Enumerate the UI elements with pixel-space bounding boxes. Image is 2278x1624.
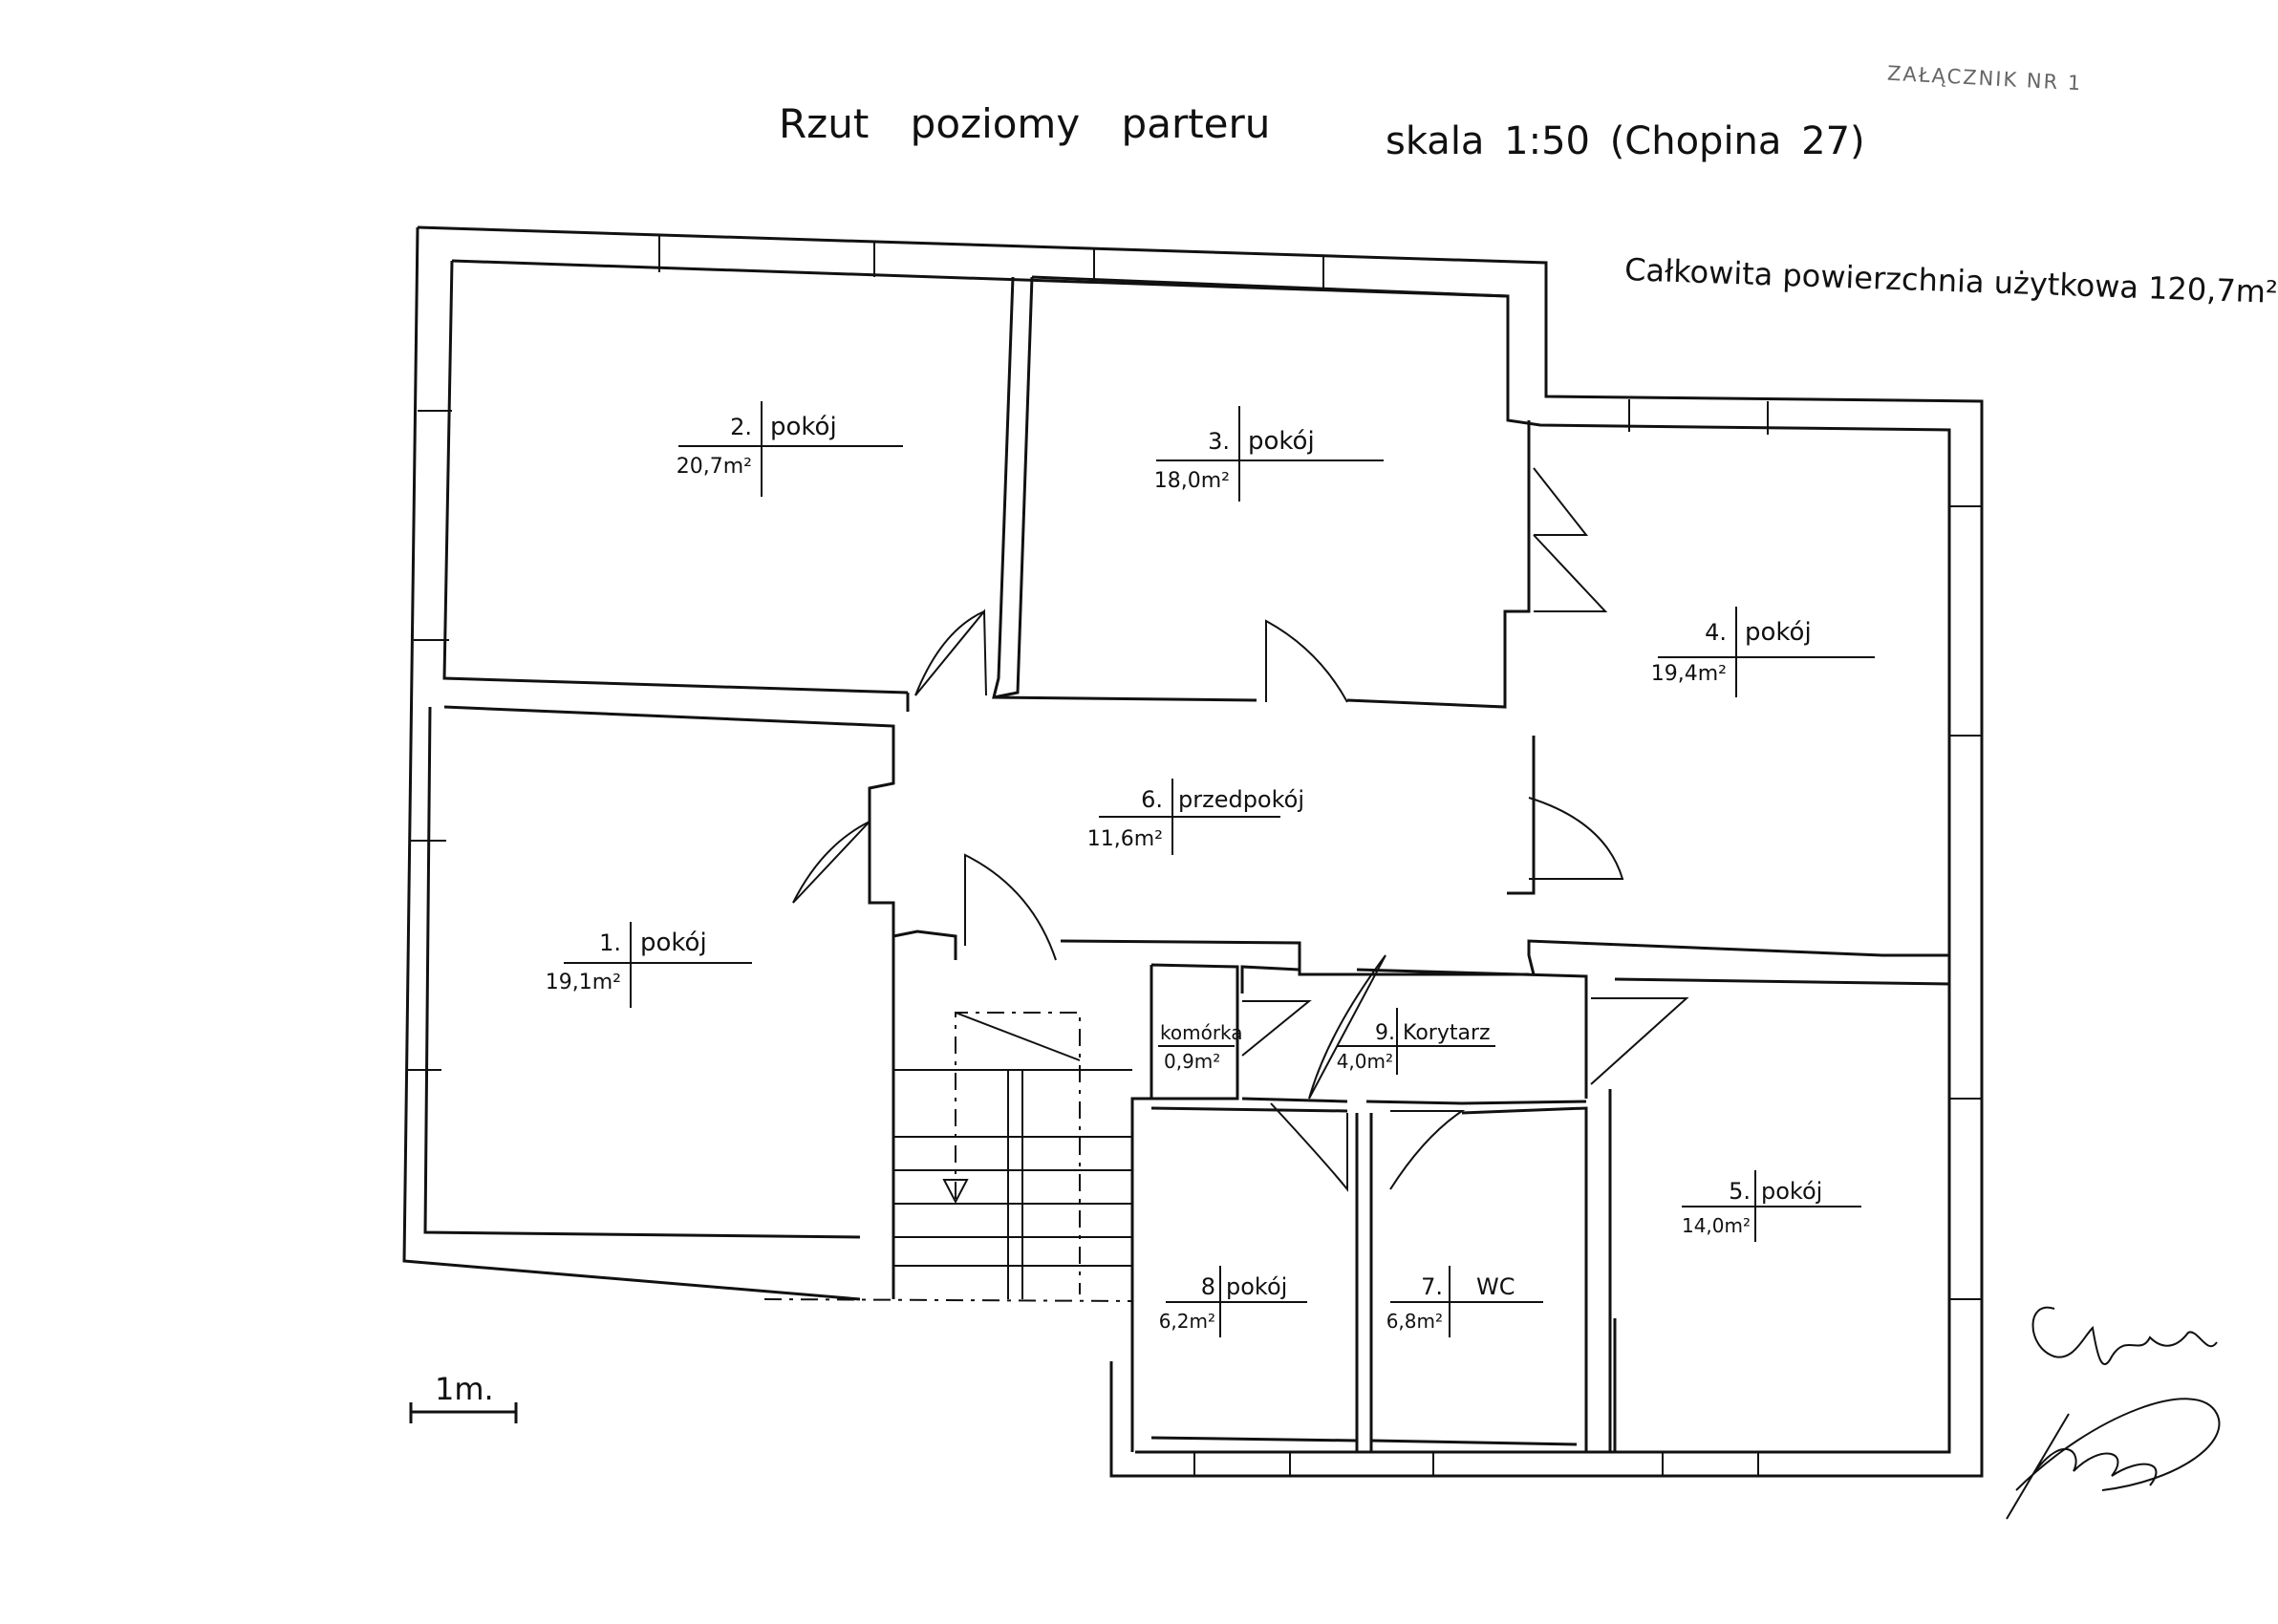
- room-name: przedpokój: [1178, 786, 1304, 813]
- room-name: pokój: [770, 413, 837, 441]
- room-label-3: 3. pokój 18,0m²: [1154, 406, 1384, 502]
- outer-walls: [402, 225, 1984, 1478]
- room-name: Korytarz: [1403, 1021, 1491, 1045]
- room-number: 5.: [1729, 1178, 1751, 1205]
- room-label-5: 5. pokój 14,0m²: [1682, 1170, 1861, 1242]
- signature: [2006, 1306, 2221, 1520]
- room-area: 20,7m²: [677, 455, 752, 479]
- room-number: 7.: [1421, 1273, 1443, 1300]
- doors: [792, 467, 1689, 1192]
- room-label-1: 1. pokój 19,1m²: [546, 922, 752, 1008]
- room-name: pokój: [1761, 1178, 1822, 1205]
- room-name: WC: [1476, 1273, 1515, 1300]
- room-area: 4,0m²: [1337, 1050, 1393, 1073]
- room-name: pokój: [1226, 1273, 1287, 1300]
- staircase: [763, 1012, 1133, 1476]
- scale-bar: [409, 1402, 518, 1423]
- plan-scale: skala 1:50 (Chopina 27): [1386, 119, 1865, 163]
- room-label-9: 9. Korytarz 4,0m²: [1337, 1008, 1495, 1075]
- room-label-8: 8 pokój 6,2m²: [1159, 1266, 1307, 1337]
- room-name: pokój: [1248, 427, 1315, 456]
- room-area: 19,1m²: [546, 971, 621, 994]
- room-area: 6,8m²: [1386, 1310, 1443, 1333]
- interior-walls: [423, 260, 1950, 1454]
- room-name: pokój: [640, 929, 707, 957]
- room-area: 19,4m²: [1651, 662, 1727, 686]
- room-name: pokój: [1745, 618, 1812, 647]
- room-area: 18,0m²: [1154, 469, 1230, 493]
- scale-bar-label: 1m.: [435, 1371, 494, 1407]
- room-area: 0,9m²: [1164, 1050, 1220, 1073]
- room-label-2: 2. pokój 20,7m²: [677, 401, 903, 497]
- room-number: 2.: [730, 414, 752, 440]
- room-area: 11,6m²: [1087, 827, 1163, 851]
- room-label-4: 4. pokój 19,4m²: [1651, 607, 1875, 697]
- room-area: 6,2m²: [1159, 1310, 1215, 1333]
- room-label-komorka: komórka 0,9m²: [1158, 1021, 1243, 1073]
- room-name: komórka: [1160, 1021, 1243, 1044]
- room-number: 9.: [1375, 1021, 1395, 1045]
- room-number: 1.: [599, 930, 621, 956]
- room-area: 14,0m²: [1682, 1214, 1751, 1237]
- room-number: 4.: [1705, 619, 1727, 646]
- room-label-6: 6. przedpokój 11,6m²: [1087, 779, 1304, 855]
- room-label-7: 7. WC 6,8m²: [1386, 1266, 1543, 1337]
- room-number: 8: [1201, 1273, 1215, 1300]
- room-number: 3.: [1208, 428, 1230, 455]
- plan-title: Rzut poziomy parteru: [779, 100, 1271, 147]
- room-number: 6.: [1141, 786, 1163, 813]
